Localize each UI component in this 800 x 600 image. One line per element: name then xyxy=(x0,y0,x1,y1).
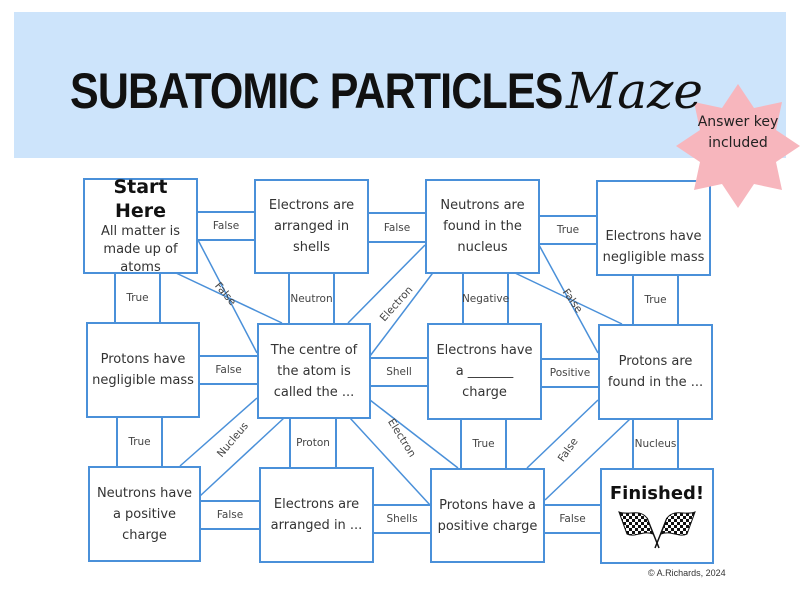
maze-box-finish: Finished! xyxy=(600,468,714,564)
box-statement: Protons are found in the ... xyxy=(607,354,704,390)
checkered-flags-icon xyxy=(618,510,696,548)
box-statement: All matter is made up of atoms xyxy=(101,224,180,275)
answer-key-text: Answer key included xyxy=(697,114,779,151)
connector-neutron: Neutron xyxy=(288,272,335,325)
box-statement: Electrons are arranged in ... xyxy=(270,497,363,533)
connector-false: False xyxy=(367,212,427,243)
connector-shells: Shells xyxy=(372,504,432,534)
maze-box: Neutrons have a positive charge xyxy=(88,466,201,562)
box-statement: Protons have a positive charge xyxy=(437,497,538,534)
path-line xyxy=(538,244,599,354)
connector-positive: Positive xyxy=(540,358,600,388)
start-heading: Start Here xyxy=(113,176,168,222)
connector-true: True xyxy=(116,416,163,468)
connector-shell: Shell xyxy=(369,357,429,387)
maze-box: The centre of the atom is called the ... xyxy=(257,323,371,419)
answer-key-star-badge xyxy=(676,84,800,208)
connector-false: False xyxy=(543,504,602,534)
maze-box: Electrons are arranged in ... xyxy=(259,467,374,563)
header-banner xyxy=(14,12,786,158)
path-line xyxy=(199,417,285,497)
path-line xyxy=(369,269,436,357)
box-statement: Electrons are arranged in shells xyxy=(268,198,355,255)
connector-false: False xyxy=(196,211,256,241)
page-title-script: Maze xyxy=(566,62,703,120)
connector-false: False xyxy=(198,355,259,385)
connector-true: True xyxy=(114,272,161,324)
box-statement: Neutrons have a positive charge xyxy=(96,485,193,543)
path-line xyxy=(526,399,599,469)
maze-box: Protons have negligible mass xyxy=(86,322,200,418)
copyright-credit: © A.Richards, 2024 xyxy=(648,568,726,578)
connector-negative: Negative xyxy=(462,272,509,325)
box-statement: Electrons have a _______ charge xyxy=(436,343,533,400)
maze-box: Protons are found in the ... xyxy=(598,324,713,420)
box-statement: Electrons have negligible mass xyxy=(602,229,705,265)
maze-box: Electrons have a _______ charge xyxy=(427,323,542,420)
maze-box-start: Start Here All matter is made up of atom… xyxy=(83,176,198,275)
connector-proton: Proton xyxy=(289,417,337,469)
box-statement: Neutrons are found in the nucleus xyxy=(440,198,525,255)
maze-box: Electrons have negligible mass xyxy=(596,180,711,276)
maze-box: Electrons are arranged in shells xyxy=(254,179,369,274)
path-line xyxy=(347,244,426,324)
connector-nucleus: Nucleus xyxy=(632,418,679,470)
path-line xyxy=(179,397,258,467)
connector-false: False xyxy=(199,500,261,530)
finished-heading: Finished! xyxy=(609,482,705,504)
box-statement: Protons have negligible mass xyxy=(92,352,194,388)
maze-box: Neutrons are found in the nucleus xyxy=(425,179,540,274)
path-line xyxy=(544,418,631,501)
path-line xyxy=(369,399,459,469)
connector-true: True xyxy=(632,274,679,326)
path-line xyxy=(197,239,258,354)
connector-true: True xyxy=(538,215,598,245)
page-title: SUBATOMIC PARTICLES xyxy=(70,63,563,119)
path-line xyxy=(349,417,431,506)
connector-true: True xyxy=(460,418,507,470)
maze-box: Protons have a positive charge xyxy=(430,468,545,563)
box-statement: The centre of the atom is called the ... xyxy=(270,342,358,400)
